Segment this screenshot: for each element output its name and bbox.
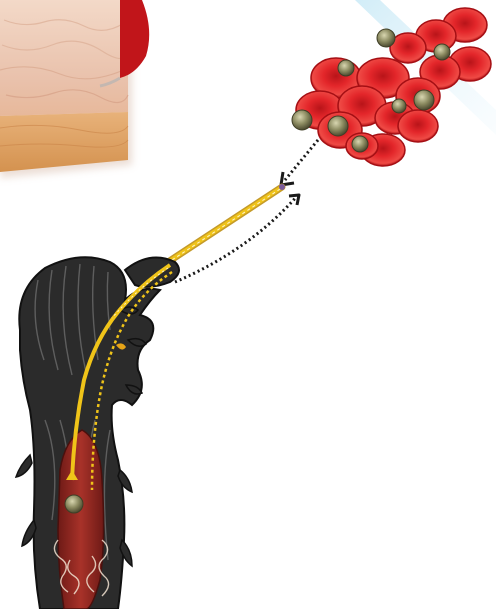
skin-blood-vessel — [120, 0, 149, 78]
parasite — [338, 60, 354, 76]
mosquito-proboscis — [168, 184, 285, 262]
parasite — [65, 495, 83, 513]
parasite — [292, 110, 312, 130]
parasite — [434, 44, 450, 60]
parasite — [392, 99, 406, 113]
parasite — [377, 29, 395, 47]
parasite — [328, 116, 348, 136]
parasite — [414, 90, 434, 110]
skin-tissue-block — [0, 0, 149, 178]
parasite — [352, 136, 368, 152]
red-blood-cell — [398, 110, 438, 142]
